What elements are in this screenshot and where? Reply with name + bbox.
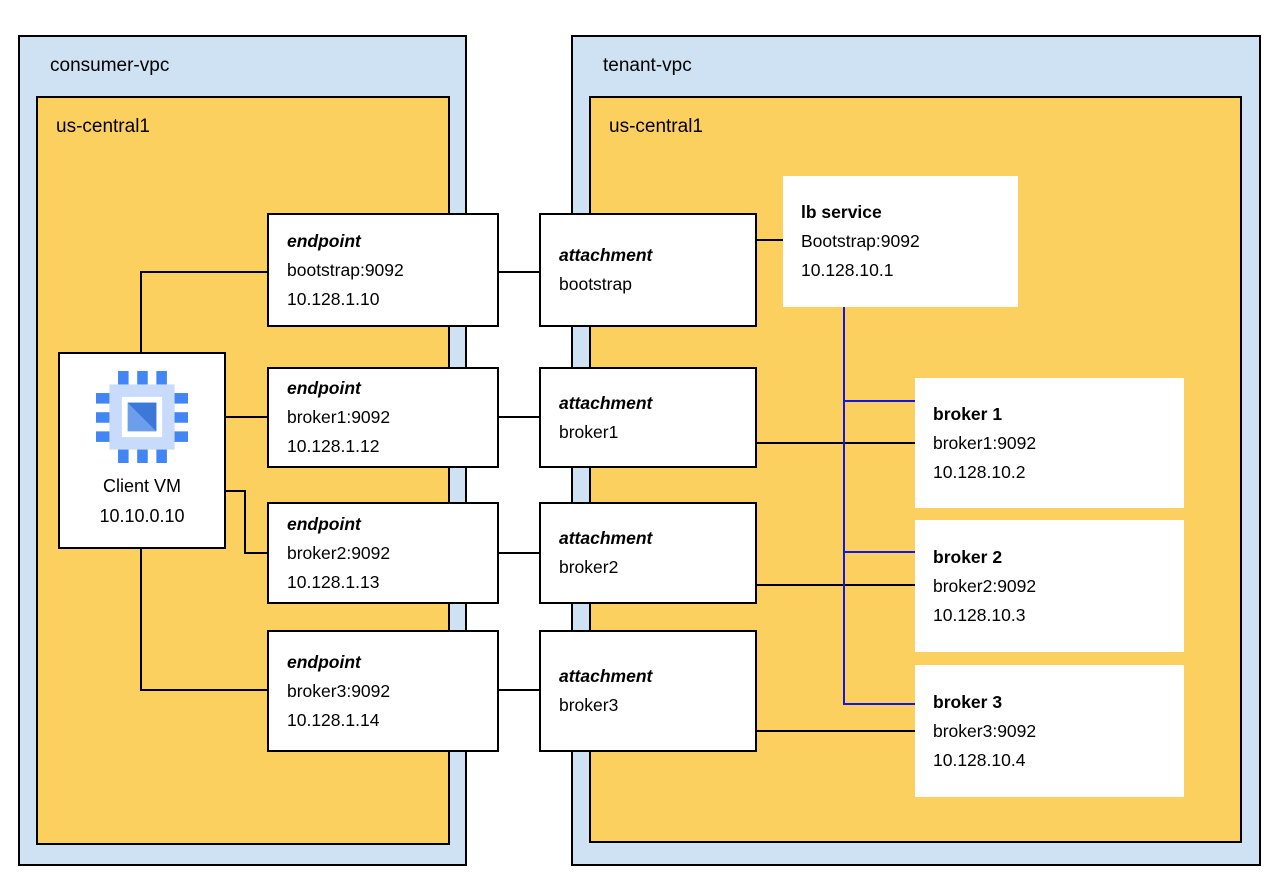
- attachment-broker1-node: attachment broker1: [539, 367, 757, 468]
- connector-endpoint-attachment-broker2: [499, 552, 539, 554]
- connector-clientvm-endpoint-bootstrap-horizontal: [140, 271, 267, 273]
- connector-endpoint-attachment-broker3: [499, 689, 539, 691]
- lb-distribution-trunk-line: [843, 307, 845, 705]
- broker-listener: broker1:9092: [933, 432, 1037, 453]
- tenant-region-label: us-central1: [609, 116, 703, 137]
- lb-service-node: lb service Bootstrap:9092 10.128.10.1: [783, 176, 1018, 307]
- attachment-heading: attachment: [559, 245, 653, 265]
- connector-clientvm-endpoint-broker3-vertical: [140, 549, 142, 691]
- connector-endpoint-attachment-broker1: [499, 416, 539, 418]
- client-vm-name: Client VM: [102, 475, 182, 496]
- endpoint-heading: endpoint: [287, 651, 361, 672]
- endpoint-target: broker2:9092: [287, 542, 391, 563]
- connector-attachment-lbservice: [757, 239, 783, 241]
- attachment-name: broker2: [559, 557, 619, 577]
- broker-listener: broker2:9092: [933, 575, 1037, 596]
- endpoint-target: bootstrap:9092: [287, 259, 404, 280]
- client-vm-ip: 10.10.0.10: [99, 505, 185, 526]
- connector-clientvm-endpoint-bootstrap-vertical: [140, 271, 142, 354]
- consumer-region-label: us-central1: [56, 116, 150, 137]
- lb-branch-broker3-line: [843, 703, 915, 705]
- broker3-node: broker 3 broker3:9092 10.128.10.4: [915, 665, 1184, 797]
- attachment-heading: attachment: [559, 528, 653, 548]
- broker1-node: broker 1 broker1:9092 10.128.10.2: [915, 378, 1184, 508]
- endpoint-heading: endpoint: [287, 230, 361, 251]
- broker-heading: broker 1: [933, 403, 1003, 424]
- endpoint-heading: endpoint: [287, 378, 361, 398]
- connector-attachment-broker3: [757, 730, 915, 732]
- attachment-name: broker3: [559, 695, 619, 715]
- endpoint-heading: endpoint: [287, 513, 361, 534]
- broker-listener: broker3:9092: [933, 720, 1037, 741]
- consumer-vpc-label: consumer-vpc: [50, 55, 170, 76]
- endpoint-ip: 10.128.1.14: [287, 709, 380, 730]
- endpoint-ip: 10.128.1.13: [287, 571, 380, 592]
- connector-attachment-broker2: [757, 584, 915, 586]
- compute-engine-icon: [96, 370, 188, 463]
- connector-clientvm-endpoint-broker2-h1: [226, 490, 246, 492]
- attachment-name: broker1: [559, 421, 619, 442]
- client-vm-node: Client VM 10.10.0.10: [58, 352, 226, 549]
- connector-clientvm-endpoint-broker1: [226, 416, 267, 418]
- lb-service-listener: Bootstrap:9092: [801, 231, 920, 251]
- broker-ip: 10.128.10.3: [933, 604, 1026, 625]
- attachment-broker3-node: attachment broker3: [539, 630, 757, 752]
- attachment-heading: attachment: [559, 666, 653, 686]
- broker-ip: 10.128.10.2: [933, 461, 1026, 482]
- lb-service-ip: 10.128.10.1: [801, 260, 894, 280]
- endpoint-ip: 10.128.1.10: [287, 288, 380, 309]
- lb-branch-broker1-line: [843, 400, 915, 402]
- broker-heading: broker 3: [933, 691, 1003, 712]
- endpoint-broker1-node: endpoint broker1:9092 10.128.1.12: [267, 367, 499, 468]
- lb-service-heading: lb service: [801, 202, 882, 222]
- attachment-broker2-node: attachment broker2: [539, 502, 757, 604]
- broker-heading: broker 2: [933, 546, 1003, 567]
- connector-clientvm-endpoint-broker3-horizontal: [140, 689, 267, 691]
- endpoint-broker3-node: endpoint broker3:9092 10.128.1.14: [267, 630, 499, 752]
- endpoint-broker2-node: endpoint broker2:9092 10.128.1.13: [267, 502, 499, 604]
- broker2-node: broker 2 broker2:9092 10.128.10.3: [915, 520, 1184, 652]
- lb-branch-broker2-line: [843, 551, 915, 553]
- broker-ip: 10.128.10.4: [933, 749, 1026, 770]
- endpoint-target: broker3:9092: [287, 680, 391, 701]
- connector-clientvm-endpoint-broker2-vertical: [244, 490, 246, 554]
- attachment-name: bootstrap: [559, 274, 632, 294]
- connector-endpoint-attachment-bootstrap: [499, 271, 539, 273]
- endpoint-target: broker1:9092: [287, 407, 391, 427]
- connector-attachment-broker1: [757, 442, 915, 444]
- attachment-heading: attachment: [559, 392, 653, 413]
- connector-clientvm-endpoint-broker2-h2: [244, 552, 267, 554]
- endpoint-bootstrap-node: endpoint bootstrap:9092 10.128.1.10: [267, 213, 499, 327]
- endpoint-ip: 10.128.1.12: [287, 436, 380, 456]
- attachment-bootstrap-node: attachment bootstrap: [539, 213, 757, 327]
- tenant-vpc-label: tenant-vpc: [603, 55, 692, 76]
